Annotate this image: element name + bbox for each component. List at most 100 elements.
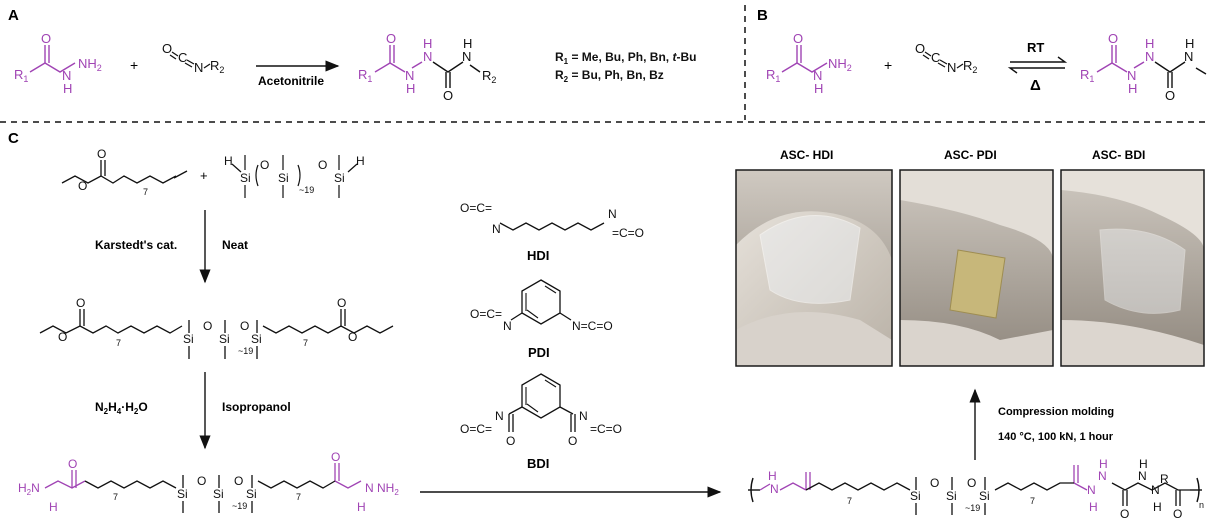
svg-text:O=C=: O=C= xyxy=(460,201,492,215)
panel-a-nh2: NH2 xyxy=(78,56,102,73)
svg-text:O: O xyxy=(58,330,67,344)
panel-a-product: O R1 N H N H O N H R2 xyxy=(358,31,496,103)
svg-text:N: N xyxy=(947,60,956,75)
hdi-structure: O=C= N N =C=O HDI xyxy=(460,201,644,263)
panel-b-equilibrium-arrows xyxy=(1007,56,1068,74)
svg-text:H: H xyxy=(49,500,58,514)
svg-text:H2N: H2N xyxy=(18,481,40,497)
svg-text:O: O xyxy=(506,434,515,448)
svg-text:N: N xyxy=(194,60,203,75)
svg-text:N: N xyxy=(1087,483,1096,497)
bdi-label: BDI xyxy=(527,456,549,471)
photo-title-pdi: ASC- PDI xyxy=(944,148,997,162)
svg-text:N: N xyxy=(813,68,822,83)
svg-text:N: N xyxy=(423,49,432,64)
svg-text:O: O xyxy=(443,88,453,103)
svg-text:R2: R2 xyxy=(210,58,224,75)
svg-text:H: H xyxy=(423,36,432,51)
svg-text:H: H xyxy=(1128,81,1137,96)
svg-text:O: O xyxy=(76,296,85,310)
hydrazine-label: N2H4·H2O xyxy=(95,400,148,416)
svg-text:=C=O: =C=O xyxy=(612,226,644,240)
svg-text:H: H xyxy=(1139,457,1148,471)
panel-c-plus: + xyxy=(200,168,208,183)
svg-text:O: O xyxy=(240,319,249,333)
svg-text:.: . xyxy=(772,510,773,512)
panel-a-r2-definitions: R2 = Bu, Ph, Bn, Bz xyxy=(555,68,664,84)
svg-text:O: O xyxy=(97,147,106,161)
svg-text:O: O xyxy=(967,476,976,490)
photo-asc-bdi xyxy=(1060,169,1205,367)
photo-titles: ASC- HDI ASC- PDI ASC- BDI xyxy=(780,148,1145,162)
svg-text:N: N xyxy=(365,481,374,495)
panel-a-r1-definitions: R1 = Me, Bu, Ph, Bn, t-Bu xyxy=(555,50,696,66)
svg-text:C: C xyxy=(931,50,940,65)
svg-text:NH2: NH2 xyxy=(377,481,399,497)
svg-text:R1: R1 xyxy=(358,67,372,84)
svg-text:R2: R2 xyxy=(482,68,496,85)
svg-text:O: O xyxy=(162,41,172,56)
hydride-pdms: H Si O Si ~19 O Si H xyxy=(224,154,365,195)
svg-text:H: H xyxy=(1099,457,1108,471)
svg-text:O: O xyxy=(568,434,577,448)
svg-text:O: O xyxy=(318,158,327,172)
panel-a-r1: R1 xyxy=(14,67,28,84)
svg-text:N: N xyxy=(1127,68,1136,83)
svg-text:O: O xyxy=(78,179,87,193)
svg-text:N: N xyxy=(1098,469,1107,483)
svg-text:H: H xyxy=(768,469,777,483)
hdi-label: HDI xyxy=(527,248,549,263)
panel-b-hydrazide: O R1 N H NH2 xyxy=(766,31,852,96)
svg-text:R1: R1 xyxy=(1080,67,1094,84)
panel-a-hydrazide xyxy=(29,45,76,73)
photo-title-hdi: ASC- HDI xyxy=(780,148,833,162)
svg-text:N: N xyxy=(1138,469,1147,483)
svg-text:7: 7 xyxy=(143,187,148,197)
svg-text:C: C xyxy=(178,50,187,65)
panel-a-solvent: Acetonitrile xyxy=(258,74,324,88)
svg-text:O: O xyxy=(68,457,77,471)
panel-b-product: O R1 N H N H O N H xyxy=(1080,31,1207,103)
isopropanol-label: Isopropanol xyxy=(222,400,291,414)
dihydrazide-pdms: O H2N H O N H NH2 7 Si O Si ~19 O Si 7 xyxy=(18,450,399,514)
svg-text:~19: ~19 xyxy=(238,346,253,356)
svg-text:O: O xyxy=(234,474,243,488)
svg-text:Si: Si xyxy=(183,332,194,346)
svg-text:Si: Si xyxy=(979,489,990,503)
svg-text:Si: Si xyxy=(240,171,251,185)
panel-a-plus1: + xyxy=(130,57,138,73)
svg-text:O: O xyxy=(260,158,269,172)
svg-text:R1: R1 xyxy=(766,67,780,84)
svg-text:7: 7 xyxy=(296,492,301,502)
svg-text:n: n xyxy=(1199,500,1204,510)
svg-text:O: O xyxy=(197,474,206,488)
svg-text:N: N xyxy=(492,222,501,236)
svg-text:O: O xyxy=(793,31,803,46)
panel-b-plus: + xyxy=(884,57,892,73)
svg-text:H: H xyxy=(406,81,415,96)
svg-text:H: H xyxy=(1089,500,1098,514)
svg-text:H: H xyxy=(224,154,233,168)
svg-text:Si: Si xyxy=(177,487,188,501)
svg-text:R: R xyxy=(1160,472,1169,486)
svg-text:O: O xyxy=(1120,507,1129,521)
svg-text:7: 7 xyxy=(116,338,121,348)
svg-text:H: H xyxy=(463,36,472,51)
svg-text:H: H xyxy=(1185,36,1194,51)
svg-text:O: O xyxy=(915,41,925,56)
svg-text:N=C=O: N=C=O xyxy=(572,319,613,333)
panel-b-forward-label: RT xyxy=(1027,40,1044,55)
svg-text:NH2: NH2 xyxy=(828,56,852,73)
svg-text:N: N xyxy=(1145,49,1154,64)
photo-asc-pdi xyxy=(899,169,1054,367)
svg-text:N: N xyxy=(495,409,504,423)
svg-text:O=C=: O=C= xyxy=(470,307,502,321)
svg-text:Si: Si xyxy=(251,332,262,346)
svg-text:O: O xyxy=(1173,507,1182,521)
svg-text:Si: Si xyxy=(246,487,257,501)
svg-text:Si: Si xyxy=(213,487,224,501)
svg-text:~19: ~19 xyxy=(965,503,980,513)
svg-text:Si: Si xyxy=(278,171,289,185)
